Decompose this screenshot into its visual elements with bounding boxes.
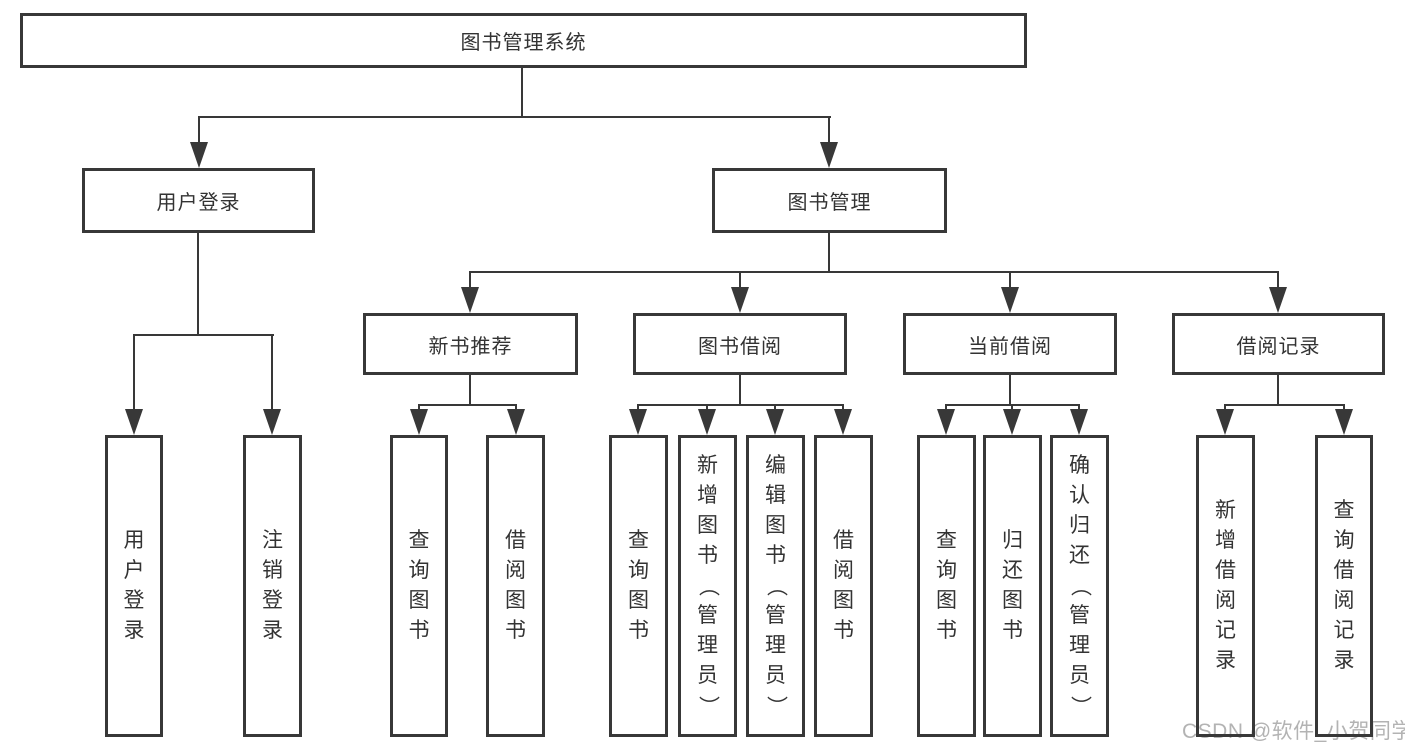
leaf-borrow-books-borrowing: 借阅图书 (814, 435, 873, 737)
arrow-down-icon (1003, 409, 1021, 435)
connector-bookmgmt-drop-2 (739, 271, 741, 289)
node-book-management: 图书管理 (712, 168, 947, 233)
node-book-borrowing: 图书借阅 (633, 313, 847, 375)
node-borrowing-records: 借阅记录 (1172, 313, 1385, 375)
connector-userlogin-drop-left (133, 334, 135, 411)
leaf-query-books-recommend: 查询图书 (390, 435, 448, 737)
connector-records-stem (1277, 375, 1279, 406)
arrow-down-icon (461, 287, 479, 313)
connector-newbook-stem (469, 375, 471, 406)
connector-root-hline (198, 116, 831, 118)
connector-userlogin-stem (197, 233, 199, 336)
arrow-down-icon (1070, 409, 1088, 435)
connector-newbook-drop-1 (418, 404, 420, 412)
csdn-watermark: CSDN @软件_小贺同学 (1182, 720, 1405, 743)
arrow-down-icon (820, 142, 838, 168)
connector-bookmgmt-drop-1 (469, 271, 471, 289)
connector-userlogin-hline (133, 334, 274, 336)
arrow-down-icon (1269, 287, 1287, 313)
arrow-down-icon (263, 409, 281, 435)
arrow-down-icon (834, 409, 852, 435)
connector-borrowing-drop-3 (774, 404, 776, 412)
connector-newbook-hline (418, 404, 517, 406)
connector-bookmgmt-stem (828, 233, 830, 273)
leaf-confirm-return-admin: 确认归还（管理员） (1050, 435, 1109, 737)
arrow-down-icon (766, 409, 784, 435)
connector-bookmgmt-drop-4 (1277, 271, 1279, 289)
connector-current-drop-1 (945, 404, 947, 412)
connector-borrowing-stem (739, 375, 741, 406)
connector-records-drop-1 (1224, 404, 1226, 412)
leaf-query-books-borrowing: 查询图书 (609, 435, 668, 737)
connector-borrowing-drop-2 (706, 404, 708, 412)
leaf-edit-books-admin: 编辑图书（管理员） (746, 435, 805, 737)
connector-newbook-drop-2 (515, 404, 517, 412)
connector-borrowing-drop-1 (637, 404, 639, 412)
connector-root-drop-right (828, 116, 830, 144)
node-user-login: 用户登录 (82, 168, 315, 233)
arrow-down-icon (190, 142, 208, 168)
arrow-down-icon (629, 409, 647, 435)
arrow-down-icon (1335, 409, 1353, 435)
connector-bookmgmt-drop-3 (1009, 271, 1011, 289)
connector-borrowing-hline (637, 404, 844, 406)
arrow-down-icon (125, 409, 143, 435)
arrow-down-icon (1216, 409, 1234, 435)
leaf-query-borrow-record: 查询借阅记录 (1315, 435, 1373, 737)
arrow-down-icon (1001, 287, 1019, 313)
connector-records-hline (1224, 404, 1345, 406)
node-library-system: 图书管理系统 (20, 13, 1027, 68)
leaf-add-borrow-record: 新增借阅记录 (1196, 435, 1255, 737)
leaf-add-books-admin: 新增图书（管理员） (678, 435, 737, 737)
leaf-logout-login: 注销登录 (243, 435, 302, 737)
leaf-user-login: 用户登录 (105, 435, 163, 737)
arrow-down-icon (731, 287, 749, 313)
connector-current-drop-3 (1078, 404, 1080, 412)
connector-current-stem (1009, 375, 1011, 406)
arrow-down-icon (507, 409, 525, 435)
arrow-down-icon (410, 409, 428, 435)
leaf-return-books: 归还图书 (983, 435, 1042, 737)
arrow-down-icon (937, 409, 955, 435)
arrow-down-icon (698, 409, 716, 435)
connector-root-drop-left (198, 116, 200, 144)
connector-root-stem (521, 68, 523, 118)
connector-current-drop-2 (1011, 404, 1013, 412)
connector-userlogin-drop-right (271, 334, 273, 411)
node-new-book-recommend: 新书推荐 (363, 313, 578, 375)
connector-borrowing-drop-4 (842, 404, 844, 412)
leaf-query-books-current: 查询图书 (917, 435, 976, 737)
connector-records-drop-2 (1343, 404, 1345, 412)
leaf-borrow-books-recommend: 借阅图书 (486, 435, 545, 737)
connector-bookmgmt-hline (469, 271, 1279, 273)
node-current-borrowing: 当前借阅 (903, 313, 1117, 375)
